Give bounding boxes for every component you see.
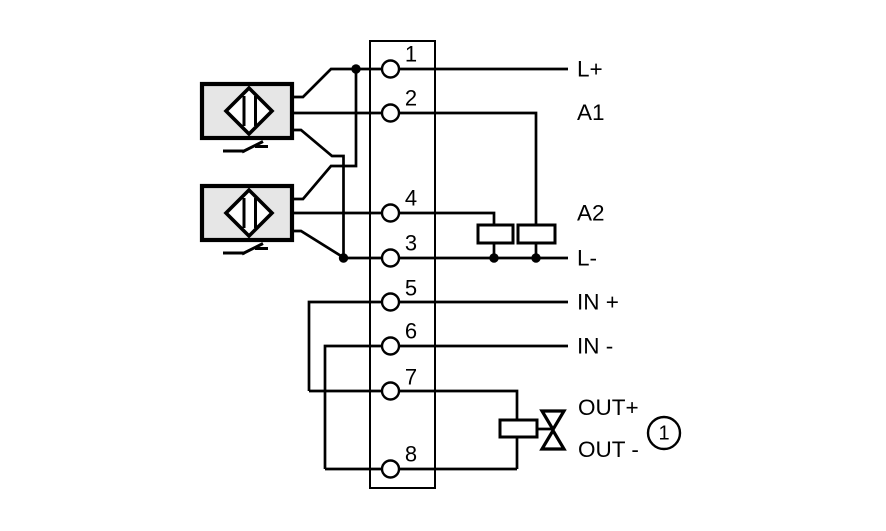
label-a1: A1 bbox=[577, 100, 605, 125]
wire-l-plus bbox=[292, 67, 568, 99]
proximity-sensor-2 bbox=[199, 183, 295, 256]
terminal-block bbox=[369, 40, 436, 489]
callout-1-badge: 1 bbox=[646, 415, 682, 451]
label-out-minus: OUT - bbox=[578, 437, 639, 462]
contact-lever-line bbox=[241, 140, 264, 154]
wire-sensor2-to-l-minus bbox=[292, 229, 345, 259]
terminal-circle-2 bbox=[380, 103, 401, 123]
valve-bottom-triangle bbox=[539, 427, 567, 451]
terminal-number-6: 6 bbox=[405, 319, 417, 344]
junction-dot-l-minus-1 bbox=[338, 253, 349, 263]
terminal-number-2: 2 bbox=[405, 86, 417, 111]
load-resistor-2 bbox=[516, 223, 557, 245]
terminal-circle-5 bbox=[380, 292, 401, 312]
terminal-number-5: 5 bbox=[405, 276, 417, 301]
junction-dot-l-plus bbox=[351, 64, 361, 74]
junction-dots bbox=[338, 64, 541, 263]
terminal-circle-6 bbox=[380, 336, 401, 356]
load-resistor-1 bbox=[476, 223, 515, 245]
terminal-number-1: 1 bbox=[405, 42, 417, 67]
wire-a1 bbox=[292, 111, 538, 258]
terminal-numbers: 1 2 4 3 5 6 7 8 bbox=[405, 42, 417, 467]
terminal-number-8: 8 bbox=[405, 442, 417, 467]
output-load-resistor bbox=[498, 418, 539, 439]
wire-terminal7-output bbox=[309, 389, 519, 469]
junction-dot-l-minus-2 bbox=[489, 253, 499, 263]
terminal-circle-3 bbox=[380, 248, 401, 268]
signal-labels: L+ A1 A2 L- IN + IN - OUT+ OUT - bbox=[577, 57, 639, 463]
terminal-circle-7 bbox=[380, 381, 401, 401]
terminal-number-7: 7 bbox=[405, 365, 417, 390]
callout-number: 1 bbox=[658, 423, 669, 445]
wire-sensor1-to-l-minus bbox=[292, 128, 345, 258]
proximity-switch-icon bbox=[223, 187, 275, 239]
label-l-minus: L- bbox=[577, 246, 597, 271]
terminal-number-4: 4 bbox=[405, 186, 417, 211]
terminal-circles bbox=[380, 59, 401, 479]
label-in-plus: IN + bbox=[577, 290, 619, 315]
solenoid-valve-icon bbox=[539, 409, 567, 451]
valve-top-triangle bbox=[539, 409, 567, 433]
label-a2: A2 bbox=[577, 201, 605, 226]
callout-circle bbox=[646, 415, 682, 451]
wire-in-minus bbox=[323, 344, 568, 469]
no-contact-icon bbox=[223, 242, 268, 256]
no-contact-icon bbox=[223, 140, 268, 154]
junction-dot-l-minus-3 bbox=[531, 253, 541, 263]
contact-lever-line bbox=[241, 242, 264, 256]
label-l-plus: L+ bbox=[577, 57, 603, 82]
terminal-circle-4 bbox=[380, 203, 401, 223]
terminal-circle-1 bbox=[380, 59, 401, 79]
label-out-plus: OUT+ bbox=[578, 395, 639, 420]
wire-in-plus bbox=[307, 300, 568, 391]
label-in-minus: IN - bbox=[577, 334, 613, 359]
wire-sensor2-to-l-plus bbox=[292, 69, 358, 201]
terminal-circle-8 bbox=[380, 459, 401, 479]
terminal-number-3: 3 bbox=[405, 231, 417, 256]
proximity-switch-icon bbox=[223, 85, 275, 137]
proximity-sensor-1 bbox=[199, 81, 295, 154]
